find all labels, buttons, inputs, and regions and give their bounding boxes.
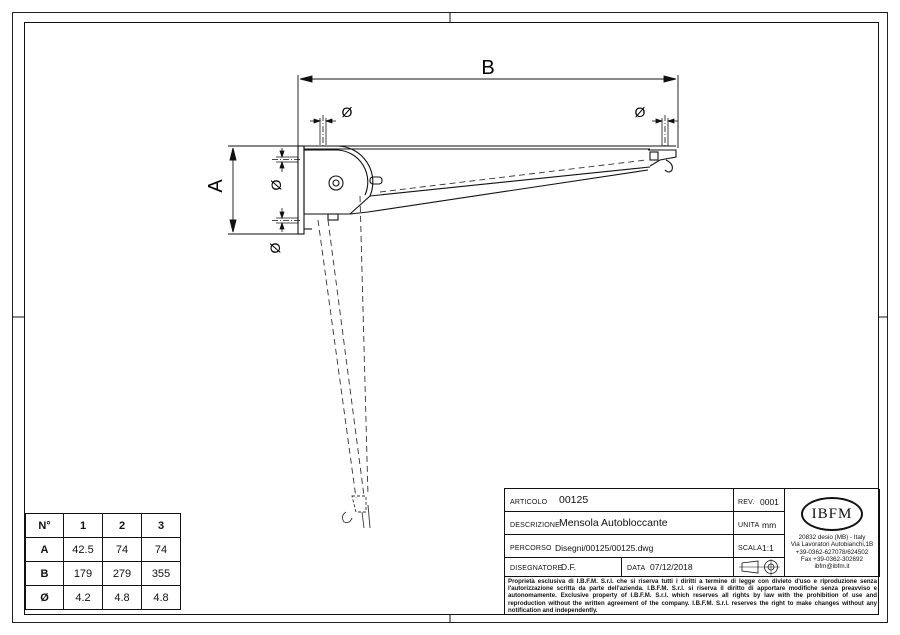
company-address: 20832 desio (MB) - Italy Via Lavoratori … <box>787 534 877 570</box>
dimension-b <box>297 75 679 155</box>
address-line: 20832 desio (MB) - Italy <box>798 534 866 541</box>
unita-label: UNITA <box>738 522 760 529</box>
projection-symbol-cell <box>734 558 785 577</box>
table-row-label: B <box>25 561 64 586</box>
scala-cell: SCALA 1:1 <box>734 535 785 558</box>
title-block: ARTICOLO 00125 REV. 0001 DESCRIZIONE Men… <box>504 488 880 615</box>
hole-diameter-label: Ø <box>342 104 353 120</box>
dimension-table-header: N° 1 2 3 <box>25 513 181 538</box>
table-row-label: A <box>25 537 64 562</box>
table-cell: 42.5 <box>63 537 103 562</box>
table-cell: 279 <box>102 561 142 586</box>
company-cell: IBFM 20832 desio (MB) - Italy Via Lavora… <box>785 489 880 577</box>
table-cell: 74 <box>141 537 181 562</box>
disegnatore-label: DISEGNATORE <box>510 565 563 572</box>
rev-cell: REV. 0001 <box>734 489 785 512</box>
bracket-body <box>297 145 676 235</box>
table-row: A 42.5 74 74 <box>25 537 181 562</box>
articolo-cell: ARTICOLO 00125 <box>505 489 734 512</box>
dimension-b-label: B <box>481 57 494 79</box>
hole-diameter-label: Ø <box>268 179 284 190</box>
legal-notice-en: Exclusive property of I.B.F.M. S.r.l. wh… <box>508 592 877 614</box>
scala-label: SCALA <box>738 545 762 552</box>
dimension-a-label: A <box>205 179 227 193</box>
percorso-label: PERCORSO <box>510 545 552 552</box>
folded-position-dashed <box>317 159 647 499</box>
address-line: Via Lavoratori Autobianchi,1B <box>790 541 874 549</box>
table-cell: 74 <box>102 537 142 562</box>
descrizione-cell: DESCRIZIONE Mensola Autobloccante <box>505 512 734 535</box>
folded-arm-tip <box>341 495 371 529</box>
hole-dimension-top-left <box>310 115 336 148</box>
table-cell: 179 <box>63 561 103 586</box>
hole-diameter-label: Ø <box>267 242 283 253</box>
hole-diameter-label: Ø <box>635 104 646 120</box>
hole-dimension-left-upper <box>272 148 300 172</box>
table-row: Ø 4.2 4.8 4.8 <box>25 585 181 610</box>
first-angle-projection-icon <box>739 559 780 576</box>
table-row-label: Ø <box>25 585 64 610</box>
percorso-cell: PERCORSO Disegni/00125/00125.dwg <box>505 535 734 558</box>
company-logo: IBFM <box>801 497 863 531</box>
rev-label: REV. <box>738 499 755 506</box>
dimension-a <box>228 145 298 235</box>
table-header-cell: 3 <box>141 513 181 538</box>
disegnatore-cell: DISEGNATORE D.F. <box>505 558 622 577</box>
data-cell: DATA 07/12/2018 <box>622 558 734 577</box>
rev-value: 0001 <box>760 497 779 507</box>
data-value: 07/12/2018 <box>650 562 693 572</box>
disegnatore-value: D.F. <box>561 562 577 572</box>
articolo-value: 00125 <box>559 494 589 506</box>
hole-dimension-left-lower <box>272 208 300 232</box>
articolo-label: ARTICOLO <box>510 499 548 506</box>
table-cell: 4.8 <box>141 585 181 610</box>
dimension-table: N° 1 2 3 A 42.5 74 74 B 179 279 355 Ø 4.… <box>25 513 181 610</box>
table-cell: 4.2 <box>63 585 103 610</box>
arm-tip-hook <box>648 149 677 173</box>
table-header-cell: 1 <box>63 513 103 538</box>
table-cell: 4.8 <box>102 585 142 610</box>
table-row: B 179 279 355 <box>25 561 181 586</box>
legal-notice: Proprietà esclusiva di I.B.F.M. S.r.l. c… <box>508 578 877 614</box>
drawing-frame <box>24 22 879 615</box>
table-cell: 355 <box>141 561 181 586</box>
data-label: DATA <box>627 565 646 572</box>
descrizione-label: DESCRIZIONE <box>510 522 561 529</box>
unita-value: mm <box>762 520 777 530</box>
frame-center-marks <box>12 12 888 623</box>
percorso-value: Disegni/00125/00125.dwg <box>555 543 654 553</box>
legal-notice-it: Proprietà esclusiva di I.B.F.M. S.r.l. c… <box>508 578 877 600</box>
address-line: +39-0362-627078/624502 <box>795 548 869 556</box>
address-line: Fax +39-0362-302692 <box>800 555 864 563</box>
scala-value: 1:1 <box>762 543 774 553</box>
unita-cell: UNITA mm <box>734 512 785 535</box>
table-header-cell: N° <box>25 513 64 538</box>
hole-dimension-top-right <box>652 115 678 148</box>
descrizione-value: Mensola Autobloccante <box>559 517 668 529</box>
address-line: ibfm@ibfm.it <box>814 563 850 571</box>
table-header-cell: 2 <box>102 513 142 538</box>
